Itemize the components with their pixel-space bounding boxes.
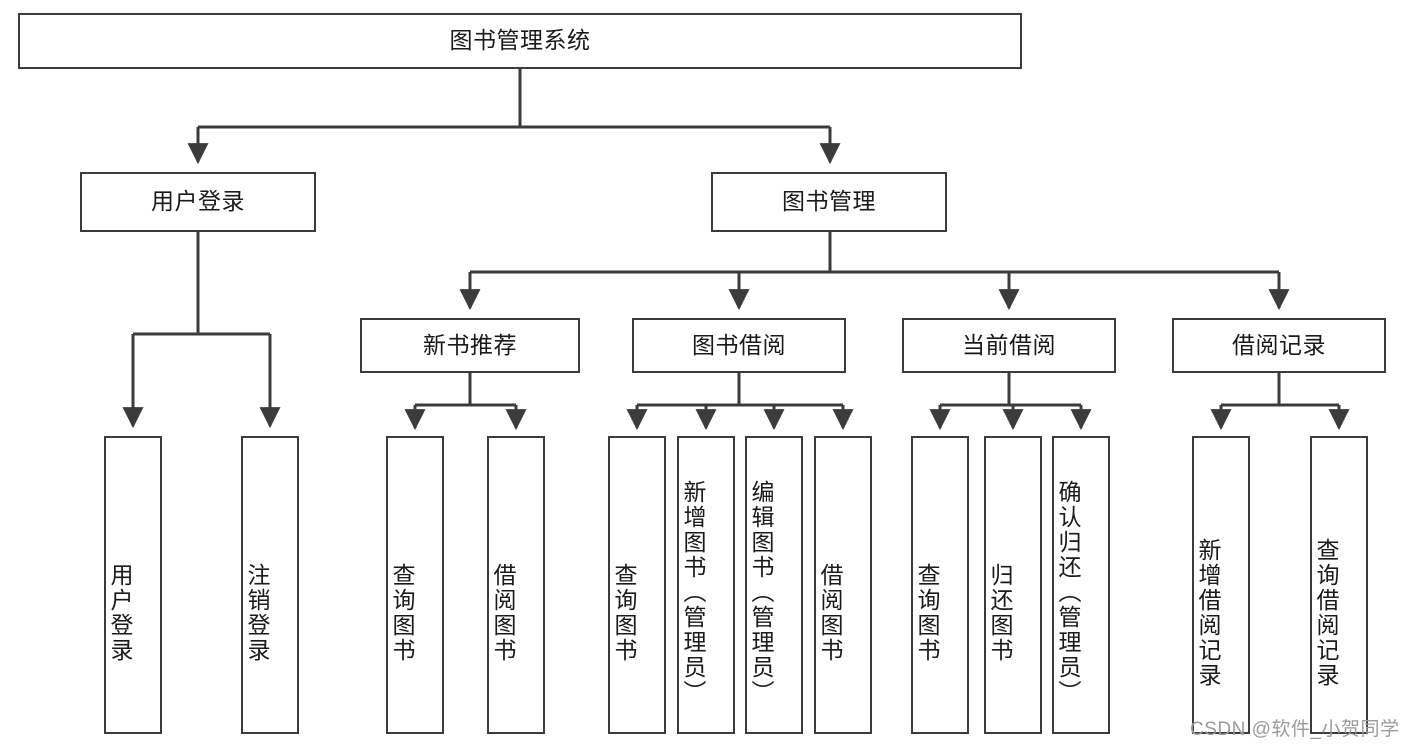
node-leaf-add-book-admin[interactable]: 新增图书（管理员） [677, 436, 735, 734]
node-leaf-user-login-label: 用户登录 [107, 563, 134, 663]
node-leaf-user-login[interactable]: 用户登录 [104, 436, 162, 734]
node-leaf-edit-book-admin[interactable]: 编辑图书（管理员） [745, 436, 803, 734]
node-leaf-logout[interactable]: 注销登录 [241, 436, 299, 734]
node-user-login[interactable]: 用户登录 [80, 172, 316, 232]
node-leaf-borrow-book-2[interactable]: 借阅图书 [814, 436, 872, 734]
node-root[interactable]: 图书管理系统 [18, 13, 1022, 69]
node-borrow-record-label: 借阅记录 [1232, 331, 1326, 358]
node-current-borrow-label: 当前借阅 [962, 331, 1056, 358]
node-leaf-query-book-3-label: 查询图书 [914, 563, 941, 663]
node-leaf-return-book[interactable]: 归还图书 [984, 436, 1042, 734]
node-leaf-logout-label: 注销登录 [244, 563, 271, 663]
node-leaf-query-borrow-record-label: 查询借阅记录 [1313, 538, 1340, 688]
node-new-book-recommend-label: 新书推荐 [423, 331, 517, 358]
node-book-borrow[interactable]: 图书借阅 [632, 318, 846, 373]
node-borrow-record[interactable]: 借阅记录 [1172, 318, 1386, 373]
node-leaf-query-borrow-record[interactable]: 查询借阅记录 [1310, 436, 1368, 734]
node-root-label: 图书管理系统 [449, 27, 591, 54]
node-book-manage-label: 图书管理 [782, 188, 876, 215]
node-leaf-borrow-book-1-label: 借阅图书 [490, 563, 517, 663]
node-book-borrow-label: 图书借阅 [692, 331, 786, 358]
node-new-book-recommend[interactable]: 新书推荐 [360, 318, 580, 373]
node-leaf-edit-book-admin-label: 编辑图书（管理员） [748, 479, 775, 705]
node-leaf-add-book-admin-label: 新增图书（管理员） [680, 479, 707, 705]
node-user-login-label: 用户登录 [151, 188, 245, 215]
node-leaf-confirm-return-admin[interactable]: 确认归还（管理员） [1052, 436, 1110, 734]
node-leaf-query-book-2[interactable]: 查询图书 [608, 436, 666, 734]
node-leaf-return-book-label: 归还图书 [987, 563, 1014, 663]
node-leaf-query-book-2-label: 查询图书 [611, 563, 638, 663]
node-leaf-borrow-book-2-label: 借阅图书 [817, 563, 844, 663]
node-leaf-query-book-1[interactable]: 查询图书 [386, 436, 444, 734]
node-current-borrow[interactable]: 当前借阅 [902, 318, 1116, 373]
node-leaf-add-borrow-record-label: 新增借阅记录 [1195, 538, 1222, 688]
node-leaf-query-book-1-label: 查询图书 [389, 563, 416, 663]
node-leaf-borrow-book-1[interactable]: 借阅图书 [487, 436, 545, 734]
node-leaf-query-book-3[interactable]: 查询图书 [911, 436, 969, 734]
node-leaf-add-borrow-record[interactable]: 新增借阅记录 [1192, 436, 1250, 734]
node-leaf-confirm-return-admin-label: 确认归还（管理员） [1055, 479, 1082, 705]
csdn-watermark: CSDN @软件_小贺同学 [1190, 719, 1400, 740]
node-book-manage[interactable]: 图书管理 [711, 172, 947, 232]
